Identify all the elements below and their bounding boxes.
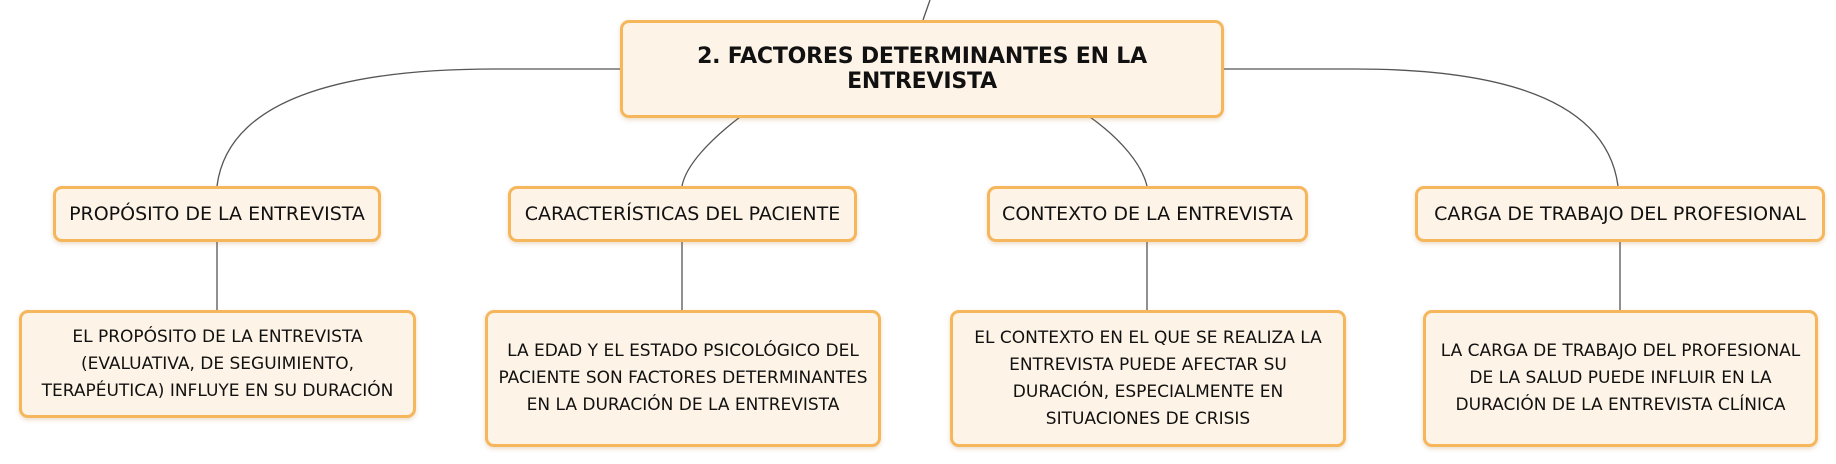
connector-root-topic-3 — [1089, 116, 1148, 187]
detail-node-text: EL CONTEXTO EN EL QUE SE REALIZA LA ENTR… — [974, 327, 1322, 429]
detail-node-text: LA CARGA DE TRABAJO DEL PROFESIONAL DE L… — [1440, 341, 1801, 415]
topic-node-carga-trabajo[interactable]: CARGA DE TRABAJO DEL PROFESIONAL — [1415, 186, 1825, 242]
detail-node-text: LA EDAD Y EL ESTADO PSICOLÓGICO DEL PACI… — [498, 341, 868, 415]
topic-node-caracteristicas[interactable]: CARACTERÍSTICAS DEL PACIENTE — [508, 186, 857, 242]
connector-root-topic-1 — [216, 68, 620, 187]
topic-node-contexto[interactable]: CONTEXTO DE LA ENTREVISTA — [987, 186, 1308, 242]
connector-root-topic-2 — [681, 116, 741, 187]
connector-parent-root — [922, 0, 931, 21]
detail-node-caracteristicas[interactable]: LA EDAD Y EL ESTADO PSICOLÓGICO DEL PACI… — [485, 310, 881, 447]
root-node[interactable]: 2. FACTORES DETERMINANTES EN LA ENTREVIS… — [620, 20, 1224, 118]
detail-node-contexto[interactable]: EL CONTEXTO EN EL QUE SE REALIZA LA ENTR… — [950, 310, 1346, 447]
detail-node-text: EL PROPÓSITO DE LA ENTREVISTA (EVALUATIV… — [41, 326, 394, 401]
topic-node-label: CARACTERÍSTICAS DEL PACIENTE — [524, 203, 841, 225]
topic-node-label: CARGA DE TRABAJO DEL PROFESIONAL — [1434, 203, 1806, 225]
root-node-label: 2. FACTORES DETERMINANTES EN LA ENTREVIS… — [697, 44, 1147, 94]
topic-node-label: CONTEXTO DE LA ENTREVISTA — [1002, 203, 1293, 225]
detail-node-carga-trabajo[interactable]: LA CARGA DE TRABAJO DEL PROFESIONAL DE L… — [1423, 310, 1818, 447]
topic-node-proposito[interactable]: PROPÓSITO DE LA ENTREVISTA — [53, 186, 381, 242]
detail-node-proposito[interactable]: EL PROPÓSITO DE LA ENTREVISTA (EVALUATIV… — [19, 310, 416, 418]
connector-root-topic-4 — [1224, 68, 1619, 187]
topic-node-label: PROPÓSITO DE LA ENTREVISTA — [69, 203, 365, 225]
